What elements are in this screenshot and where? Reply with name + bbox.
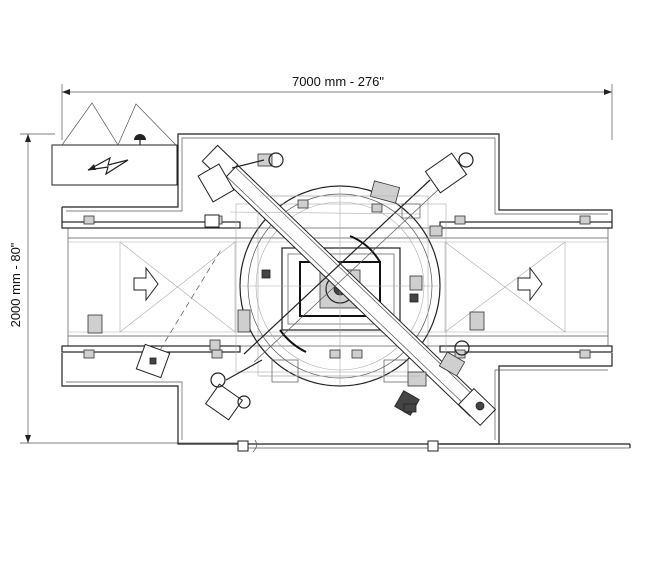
motor-unit-top-left — [197, 152, 284, 228]
electrical-cabinet — [51, 102, 178, 186]
width-dimension-label: 7000 mm - 276" — [292, 74, 384, 89]
lightning-arrow-icon — [87, 156, 129, 176]
robot-arm-secondary — [229, 179, 441, 363]
height-dimension-label: 2000 mm - 80" — [8, 242, 23, 327]
height-dimension: 2000 mm - 80" — [8, 133, 240, 444]
access-door — [237, 439, 631, 453]
motor-unit-top-right — [369, 152, 474, 219]
safety-fence-outline — [61, 133, 613, 445]
robot-arm-main — [201, 144, 497, 427]
turntable-hardware — [209, 195, 443, 413]
operator-panel — [135, 247, 223, 379]
motor-unit-bottom-left — [204, 359, 263, 421]
width-dimension: 7000 mm - 276" — [61, 74, 613, 140]
warning-lamp-icon — [134, 134, 146, 140]
flow-arrow-icon — [517, 266, 543, 302]
conveyor — [61, 215, 613, 359]
flow-arrow-icon — [133, 266, 159, 302]
